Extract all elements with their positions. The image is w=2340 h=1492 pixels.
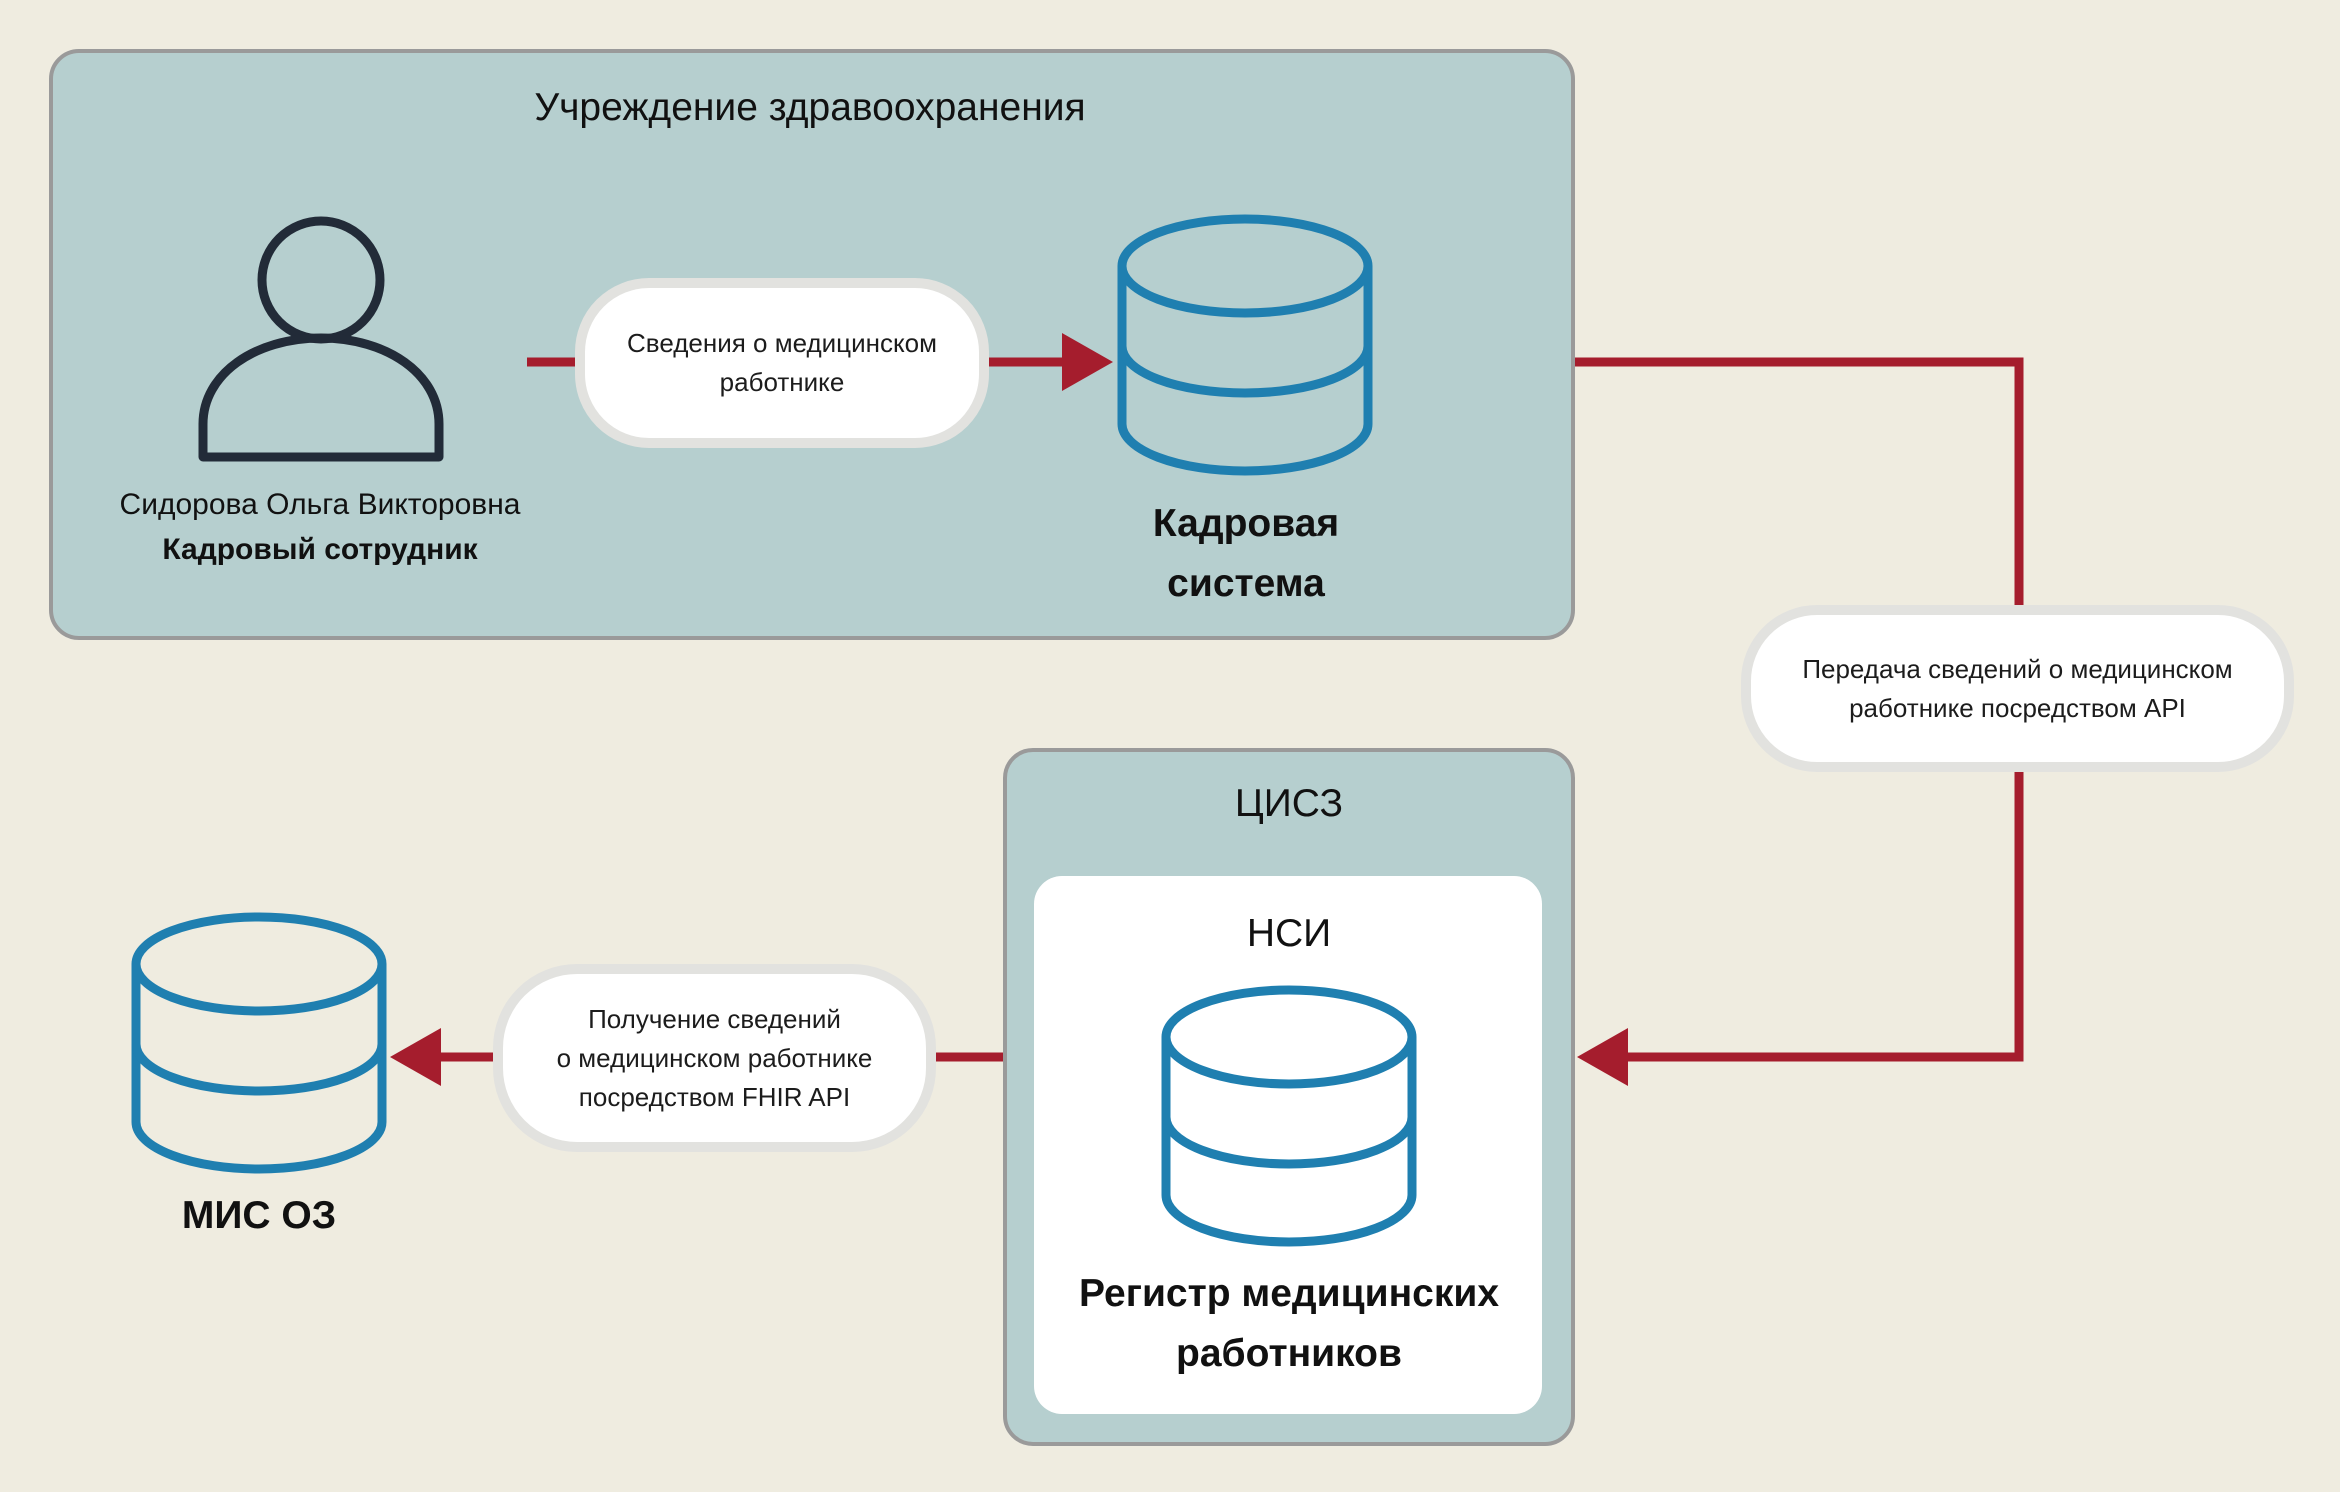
hr-system-label: Кадровая система xyxy=(1152,502,1340,605)
registry-label: Регистр медицинских работников xyxy=(1078,1272,1500,1375)
flow-label-medical-worker-info: Сведения о медицинском работнике xyxy=(575,278,989,448)
nsi-title: НСИ xyxy=(1246,912,1332,955)
flow-label-text: Получение сведений о медицинском работни… xyxy=(556,1003,873,1112)
user-icon xyxy=(198,216,444,462)
arrowhead-cisz xyxy=(1577,1028,1628,1086)
cisz-title: ЦИСЗ xyxy=(1234,782,1344,825)
arrowhead-mis xyxy=(390,1028,441,1086)
flow-label-text: Сведения о медицинском работнике xyxy=(627,328,937,397)
organization-title: Учреждение здравоохранения xyxy=(534,86,1086,129)
registry-database-icon xyxy=(1161,985,1417,1247)
user-role: Кадровый сотрудник xyxy=(162,533,478,566)
user-name: Сидорова Ольга Викторовна xyxy=(119,488,521,521)
nsi-panel xyxy=(1034,876,1542,1414)
flow-label-fhir-receive: Получение сведений о медицинском работни… xyxy=(493,964,936,1152)
flow-label-text: Передача сведений о медицинском работник… xyxy=(1802,653,2233,723)
hr-system-database-icon xyxy=(1117,214,1373,476)
arrowhead-hr xyxy=(1062,333,1113,391)
mis-label: МИС ОЗ xyxy=(181,1194,337,1237)
flow-label-api-transfer: Передача сведений о медицинском работник… xyxy=(1741,605,2294,772)
mis-database-icon xyxy=(131,912,387,1174)
